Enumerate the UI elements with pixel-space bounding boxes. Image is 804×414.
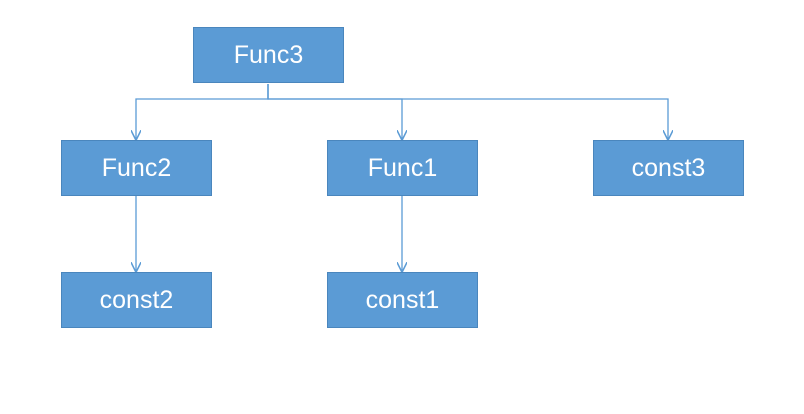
node-const3: const3 — [593, 140, 744, 196]
edge-func3-to-const3 — [267, 84, 668, 139]
node-func1: Func1 — [327, 140, 478, 196]
edge-func3-to-func1 — [267, 84, 402, 139]
node-func3: Func3 — [193, 27, 344, 83]
edge-func3-to-func2 — [136, 84, 269, 139]
node-const2: const2 — [61, 272, 212, 328]
node-func2: Func2 — [61, 140, 212, 196]
node-const1: const1 — [327, 272, 478, 328]
